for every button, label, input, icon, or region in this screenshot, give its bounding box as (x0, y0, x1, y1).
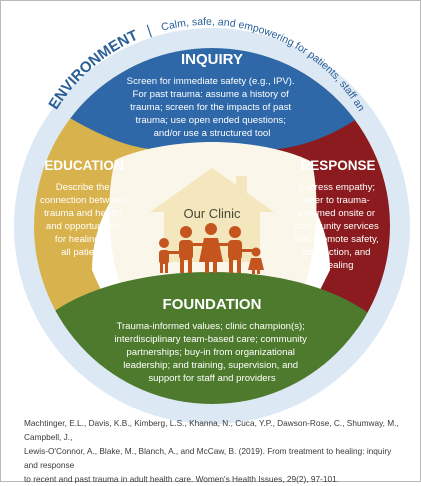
foundation-text: Trauma-informed values; clinic champion(… (114, 321, 309, 384)
foundation-line: leadership; and training, supervision, a… (123, 360, 298, 371)
response-line: that promote safety, (295, 234, 379, 245)
response-line: Express empathy; (298, 182, 375, 193)
foundation-line: support for staff and providers (148, 373, 275, 384)
inquiry-line: and/or use a structured tool (154, 128, 271, 139)
response-line: informed onsite or (298, 208, 376, 219)
inquiry-line: Screen for immediate safety (e.g., IPV). (127, 76, 295, 87)
response-line: healing (323, 260, 354, 271)
inquiry-text: Screen for immediate safety (e.g., IPV).… (127, 76, 298, 139)
environment-divider: | (144, 21, 153, 37)
education-line: trauma and health (44, 208, 121, 219)
inquiry-title: INQUIRY (181, 51, 243, 68)
response-line: refer to trauma- (304, 195, 370, 206)
education-line: connection between (40, 195, 125, 206)
inquiry-line: For past trauma: assume a history of (133, 89, 290, 100)
foundation-line: partnerships; buy-in from organizational (126, 347, 295, 358)
foundation-line: interdisciplinary team-based care; commu… (114, 334, 307, 345)
education-line: and opportunities (46, 221, 120, 232)
education-line: all patients (61, 247, 107, 258)
response-text: Express empathy; refer to trauma- inform… (295, 182, 382, 271)
response-line: community services (295, 221, 379, 232)
family-icon (159, 223, 264, 274)
foundation-line: Trauma-informed values; clinic champion(… (116, 321, 304, 332)
house-icon (150, 168, 274, 262)
clinic-label: Our Clinic (183, 206, 241, 221)
response-line: connection, and (303, 247, 371, 258)
foundation-title: FOUNDATION (163, 296, 262, 313)
education-line: for healing to (55, 234, 110, 245)
citation: Machtinger, E.L., Davis, K.B., Kimberg, … (24, 418, 399, 484)
response-title: RESPONSE (300, 158, 375, 173)
education-text: Describe the connection between trauma a… (40, 182, 128, 258)
education-title: EDUCATION (44, 158, 123, 173)
inquiry-line: trauma; use open ended questions; (135, 115, 285, 126)
inquiry-line: trauma; screen for the impacts of past (130, 102, 291, 113)
education-line: Describe the (56, 182, 110, 193)
